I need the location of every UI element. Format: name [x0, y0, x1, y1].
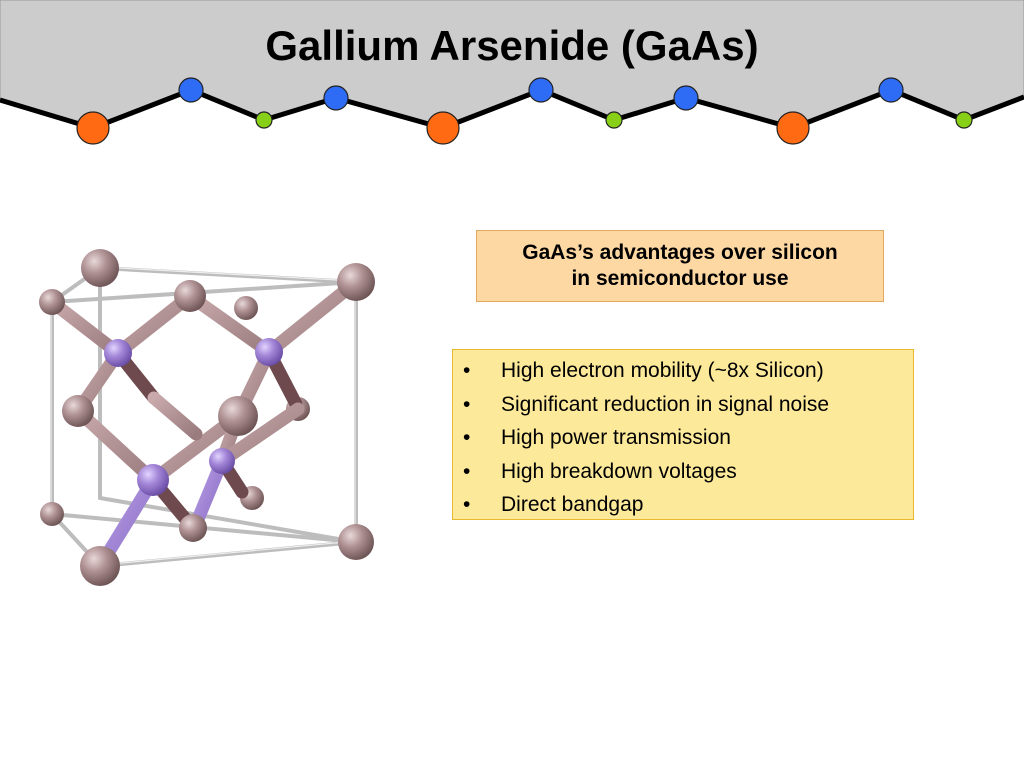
- gallium-atom: [179, 514, 207, 542]
- bullet-icon: •: [463, 392, 471, 416]
- bullet-icon: •: [463, 493, 471, 516]
- bullet-icon: •: [463, 459, 471, 483]
- arsenic-atom: [104, 339, 132, 367]
- blue-atom: [323, 85, 349, 111]
- list-item-text: Direct bandgap: [501, 493, 644, 516]
- list-item: • Significant reduction in signal noise: [453, 388, 913, 422]
- green-atom: [605, 111, 623, 129]
- gaas-crystal-model: [39, 249, 375, 586]
- list-item: • High power transmission: [453, 421, 913, 455]
- arsenic-atom: [255, 338, 283, 366]
- advantages-callout: GaAs’s advantages over silicon in semico…: [476, 230, 884, 302]
- bullet-icon: •: [463, 426, 471, 449]
- chain-atoms: [76, 77, 973, 145]
- advantages-list-box: • High electron mobility (~8x Silicon) •…: [452, 349, 914, 520]
- gallium-atom: [39, 289, 65, 315]
- slide-title: Gallium Arsenide (GaAs): [265, 22, 759, 69]
- bullet-icon: •: [463, 359, 471, 382]
- list-item: • Direct bandgap: [453, 488, 913, 522]
- list-item: • High electron mobility (~8x Silicon): [453, 354, 913, 388]
- advantages-list: • High electron mobility (~8x Silicon) •…: [453, 354, 913, 522]
- green-atom: [255, 111, 273, 129]
- arsenic-atom: [137, 464, 169, 496]
- list-item-text: High electron mobility (~8x Silicon): [501, 359, 824, 382]
- green-atom: [955, 111, 973, 129]
- list-item-text: Significant reduction in signal noise: [501, 392, 830, 416]
- callout-line-2: in semiconductor use: [571, 267, 789, 290]
- blue-atom: [878, 77, 904, 103]
- gallium-atom: [40, 502, 64, 526]
- gallium-atom: [62, 395, 94, 427]
- orange-atom: [76, 111, 110, 145]
- arsenic-atom: [209, 448, 235, 474]
- list-item-text: High breakdown voltages: [501, 459, 737, 483]
- front-atoms: [39, 249, 375, 586]
- unit-cell-edges-highlight: [50, 266, 357, 566]
- header-decoration: [0, 0, 1024, 145]
- gallium-atom: [218, 396, 258, 436]
- gallium-atom: [81, 249, 119, 287]
- gallium-atom: [338, 524, 374, 560]
- orange-atom: [426, 111, 460, 145]
- list-item-text: High power transmission: [501, 426, 731, 449]
- gallium-atom: [234, 296, 258, 320]
- blue-atom: [528, 77, 554, 103]
- gallium-atom: [174, 280, 206, 312]
- gallium-atom: [80, 546, 120, 586]
- list-item: • High breakdown voltages: [453, 455, 913, 489]
- blue-atom: [673, 85, 699, 111]
- orange-atom: [776, 111, 810, 145]
- callout-line-1: GaAs’s advantages over silicon: [522, 240, 838, 264]
- gallium-atom: [337, 263, 375, 301]
- blue-atom: [178, 77, 204, 103]
